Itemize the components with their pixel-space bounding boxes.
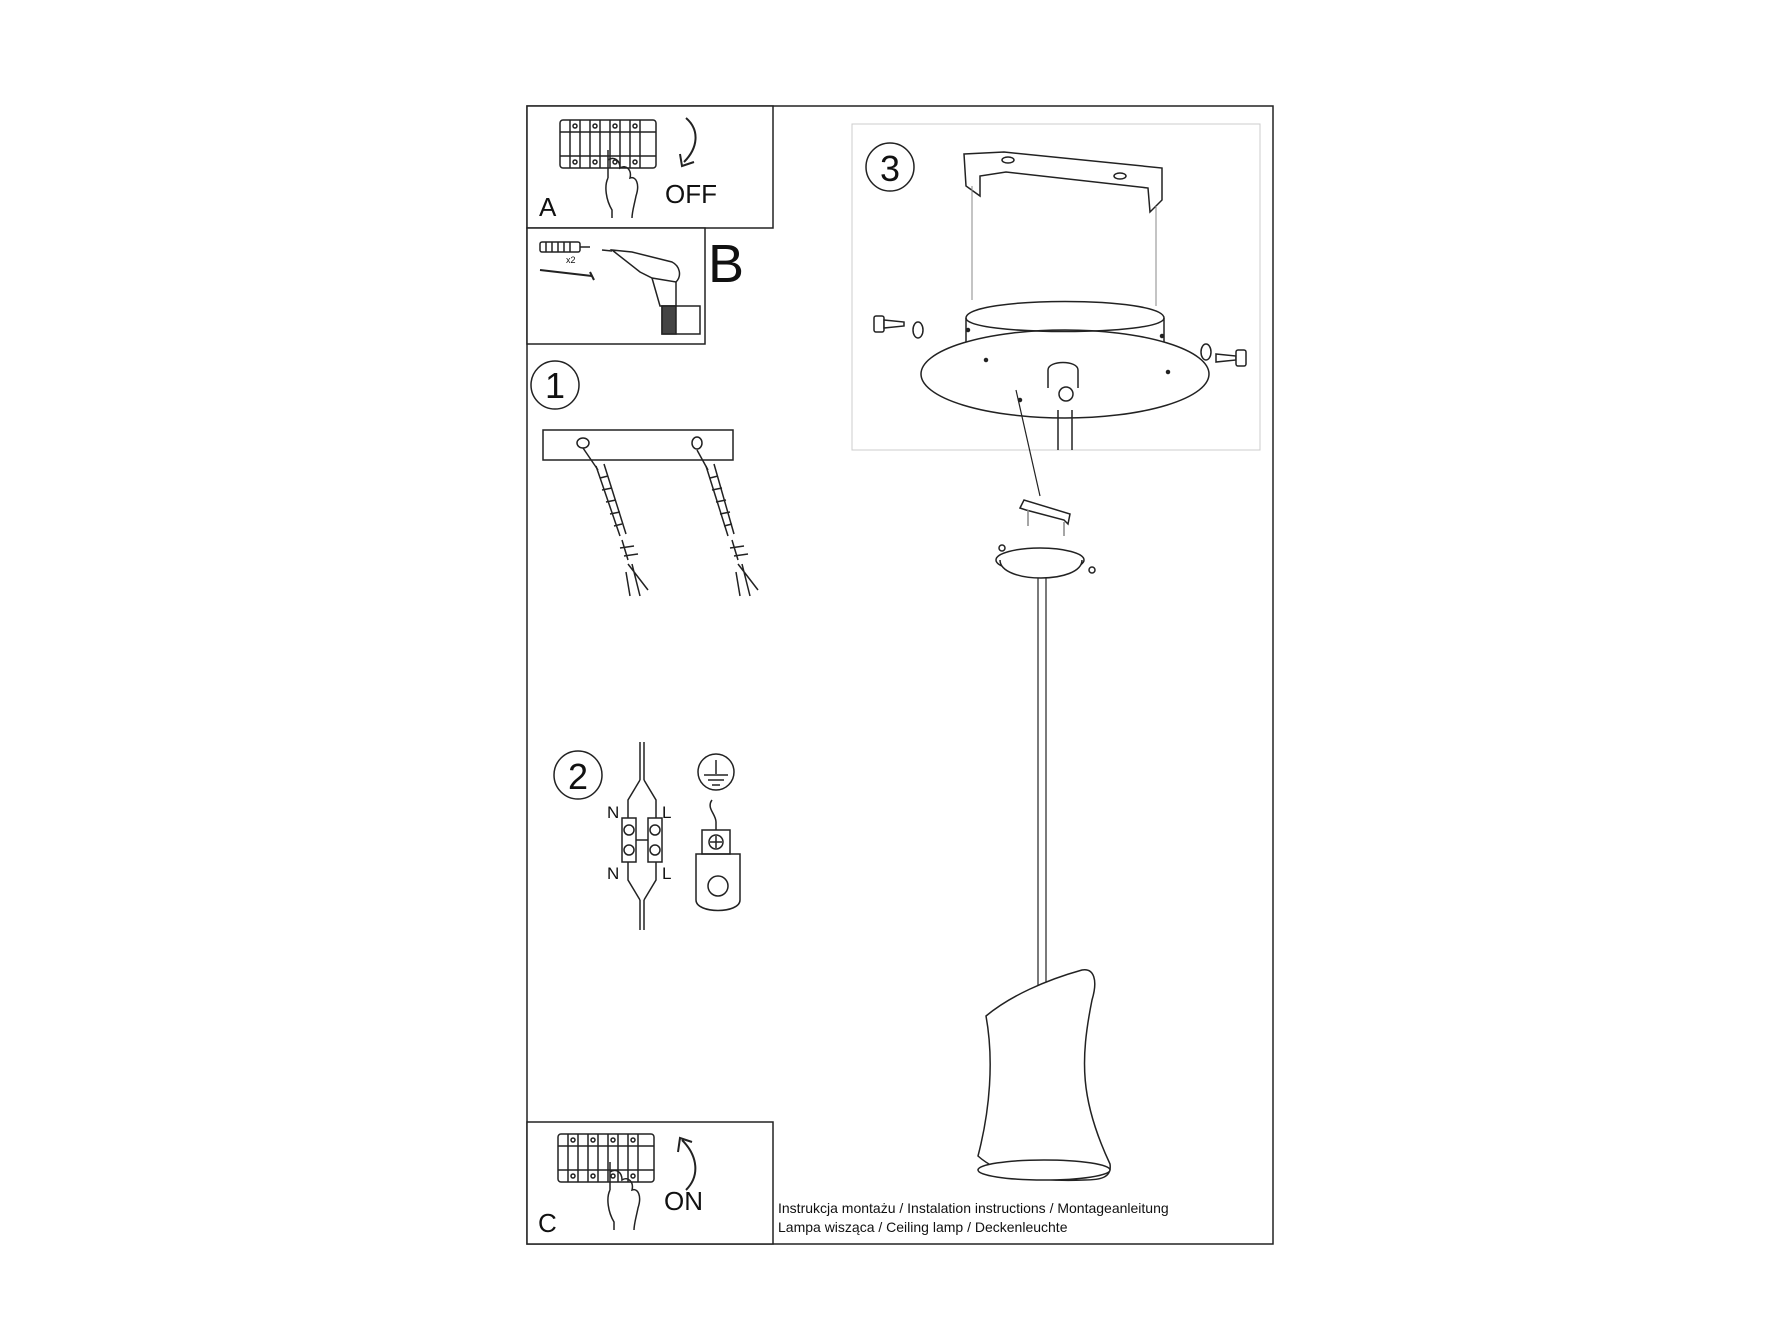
step-2-number: 2 — [568, 756, 588, 797]
cord-grip-icon — [995, 499, 1096, 579]
screw-left-icon — [873, 315, 924, 339]
wire-bottom-n: N — [607, 864, 619, 883]
step-1-circle — [530, 360, 580, 410]
wire-top-l: L — [662, 803, 671, 822]
panel-b-qty: x2 — [566, 255, 576, 265]
screw-right-icon — [1200, 343, 1247, 367]
panel-b: x2 B — [526, 227, 744, 345]
footer-line-1: Instrukcja montażu / Instalation instruc… — [778, 1200, 1169, 1216]
panel-a-state: OFF — [665, 179, 717, 209]
panel-a: OFF A — [526, 105, 774, 229]
wire-bottom-l: L — [662, 864, 671, 883]
step-1-number: 1 — [545, 365, 565, 406]
arrow-up-icon — [677, 1136, 697, 1191]
ground-symbol-icon — [697, 753, 735, 791]
canopy-icon — [920, 300, 1210, 450]
mounting-bar — [542, 429, 734, 461]
screw-plug-right-icon — [696, 449, 759, 597]
screw-icon — [539, 269, 595, 281]
step-3-number: 3 — [880, 148, 900, 189]
step-2: 2 N L N L — [553, 742, 741, 930]
footer-line-2: Lampa wisząca / Ceiling lamp / Deckenleu… — [778, 1219, 1068, 1235]
wire-top-n: N — [607, 803, 619, 822]
hand-icon — [605, 150, 639, 219]
panel-c-state: ON — [664, 1186, 703, 1216]
fuse-box-icon — [557, 1133, 655, 1183]
step-3-circle — [865, 142, 915, 192]
panel-b-letter: B — [708, 234, 744, 294]
arrow-down-icon — [679, 117, 697, 168]
screw-plug-left-icon — [582, 447, 649, 597]
ground-terminal-icon — [695, 799, 741, 912]
step-1: 1 — [530, 360, 759, 597]
hand-icon — [607, 1162, 641, 1231]
panel-c-letter: C — [538, 1208, 557, 1238]
terminal-block-icon — [621, 742, 663, 930]
lamp-shade-icon — [977, 969, 1111, 1182]
step-3: 3 — [851, 123, 1261, 451]
drill-icon — [601, 248, 701, 335]
wall-plug-icon — [539, 241, 590, 253]
panel-c: ON C — [526, 1121, 774, 1245]
step-2-circle — [553, 750, 603, 800]
panel-a-letter: A — [539, 192, 557, 222]
mounting-bracket-icon — [963, 151, 1163, 214]
